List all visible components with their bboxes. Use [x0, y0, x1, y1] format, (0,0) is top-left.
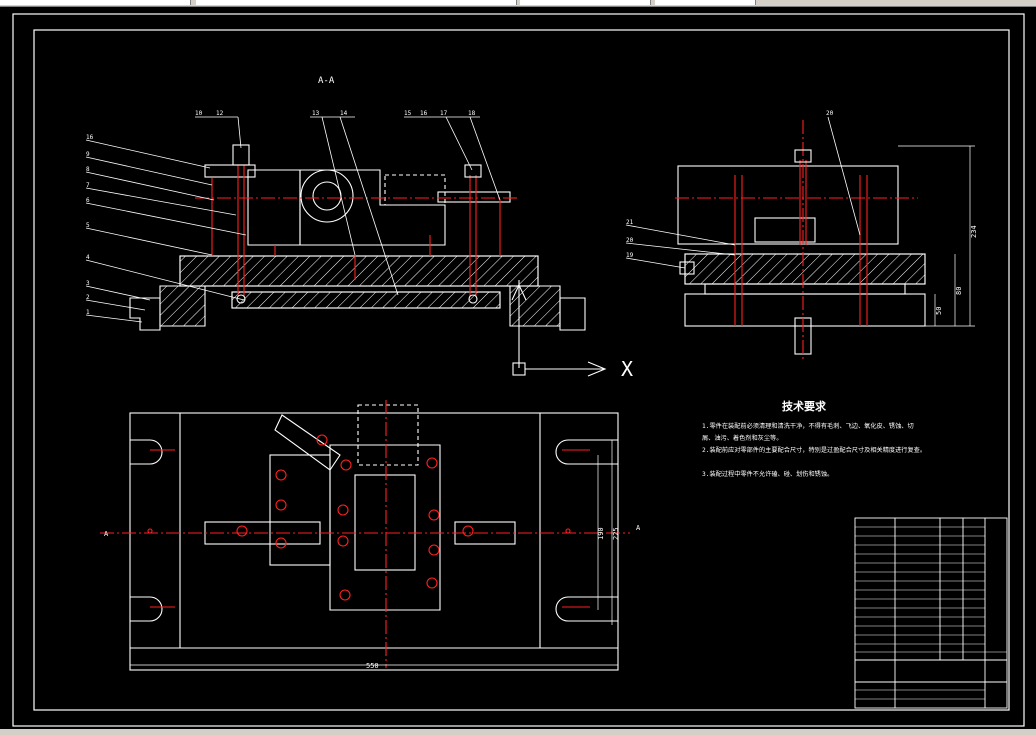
toolbar-segment[interactable]	[655, 0, 756, 5]
note-line-2: 屑、油污、着色剂和灰尘等。	[702, 434, 782, 442]
part-label: 20	[826, 110, 834, 117]
title-block	[854, 517, 1008, 709]
dim-height1: 190	[597, 527, 605, 540]
note-line-3: 2.装配前应对零部件的主要配合尺寸，特别是过盈配合尺寸及相关精度进行复查。	[702, 446, 926, 454]
status-bar	[0, 729, 1036, 735]
bore-circle	[300, 169, 354, 223]
part-label: 14	[340, 110, 348, 117]
note-line-1: 1.零件在装配前必须清理和清洗干净，不得有毛刺、飞边、氧化皮、锈蚀、切	[702, 422, 914, 430]
technical-requirements: 技术要求 1.零件在装配前必须清理和清洗干净，不得有毛刺、飞边、氧化皮、锈蚀、切…	[702, 399, 926, 478]
part-label: 17	[440, 110, 448, 117]
part-label: 7	[86, 182, 90, 189]
part-label: 8	[86, 166, 90, 173]
part-label: 6	[86, 197, 90, 204]
base-plate	[179, 255, 539, 287]
toolbar-segment[interactable]	[196, 0, 517, 5]
part-label: 18	[468, 110, 476, 117]
toolbar-segment[interactable]	[520, 0, 651, 5]
dim-side3: 50	[935, 307, 943, 315]
part-label: 16	[86, 134, 94, 141]
outer-frame	[12, 13, 1025, 727]
section-view-aa: A-A	[85, 76, 633, 381]
part-label: 20	[626, 237, 634, 244]
part-label: 4	[86, 254, 90, 261]
part-label: 5	[86, 222, 90, 229]
part-number-labels: 16 9 8 7 6 5 4 3 2 1 10 12 13 14 15 16 1…	[86, 110, 834, 316]
section-label: A-A	[318, 76, 335, 86]
part-label: 13	[312, 110, 320, 117]
part-label: 21	[626, 219, 634, 226]
dim-width: 550	[366, 662, 379, 670]
part-label: 2	[86, 294, 90, 301]
notes-title: 技术要求	[782, 399, 827, 413]
part-label: 9	[86, 151, 90, 158]
view-mark-right: A	[636, 524, 641, 532]
dim-side1: 234	[970, 225, 978, 238]
plan-view: 550 190 225 A A	[100, 400, 641, 671]
part-label: 16	[420, 110, 428, 117]
inner-frame	[33, 29, 1010, 711]
window-title-bar	[0, 0, 1036, 7]
part-label: 3	[86, 280, 90, 287]
slot-ends	[130, 439, 618, 622]
dim-height2: 225	[612, 527, 620, 540]
part-label: 15	[404, 110, 412, 117]
part-label: 1	[86, 309, 90, 316]
part-label: 12	[216, 110, 224, 117]
part-label: 10	[195, 110, 203, 117]
part-label: 19	[626, 252, 634, 259]
axis-label: X	[621, 357, 633, 381]
note-line-4: 3.装配过程中零件不允许磕、碰、划伤和锈蚀。	[702, 470, 833, 478]
toolbar-segment[interactable]	[0, 0, 191, 5]
bottom-bar	[231, 291, 501, 309]
side-view: 234 80 50	[625, 116, 978, 360]
dim-side2: 80	[955, 287, 963, 295]
view-mark-left: A	[104, 530, 109, 538]
